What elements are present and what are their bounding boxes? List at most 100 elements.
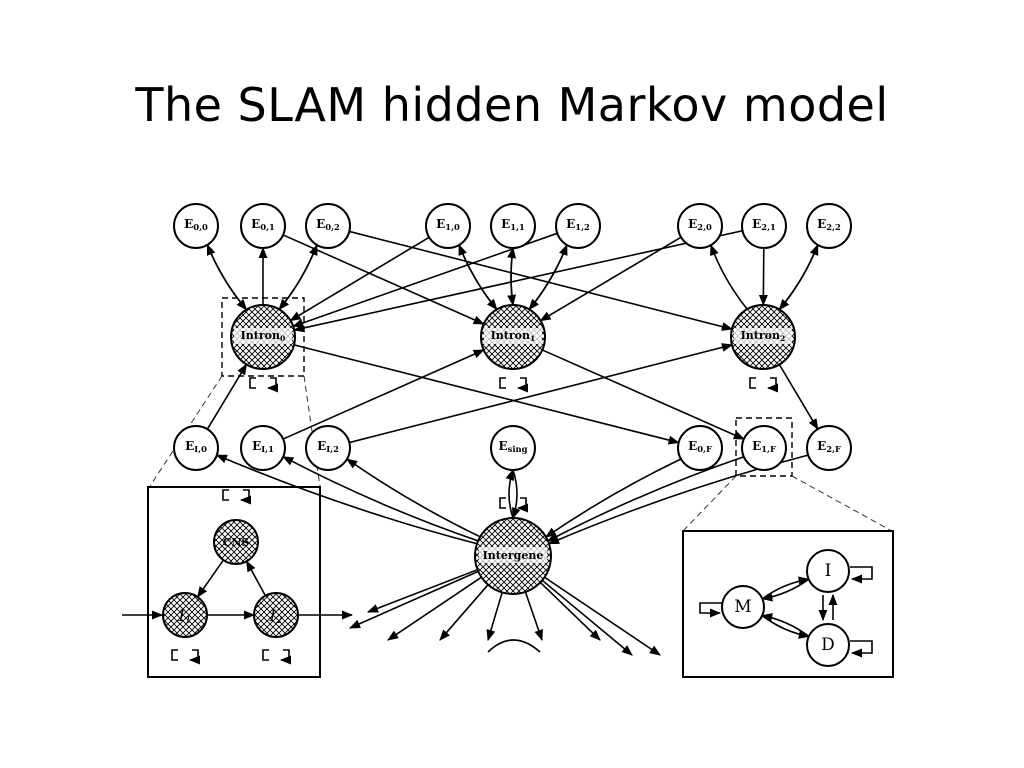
self-loop-intron2 <box>749 377 756 389</box>
edge-e11-i1 <box>507 247 517 307</box>
exon-label-e21: E2,1 <box>752 217 776 232</box>
exon-label-e12: E1,2 <box>566 217 590 232</box>
exon-circle <box>240 425 286 471</box>
edge-ei2-i2 <box>349 343 734 444</box>
edge-intergene-out-4 <box>524 591 543 642</box>
zoom-line-right-b <box>791 475 891 531</box>
exon-circle <box>305 425 351 471</box>
exon-circle <box>425 203 471 249</box>
self-loop-intron0-arrow <box>266 377 279 393</box>
exon-label-e0f: E0,F <box>688 439 712 454</box>
exon-node-ei1: EI,1 <box>240 425 286 471</box>
intron-node-i0: Intron0 <box>230 304 296 370</box>
edge-intergene-out-3 <box>486 592 503 642</box>
exon-label-e00: E0,0 <box>184 217 208 232</box>
exon-node-e00: E0,0 <box>173 203 219 249</box>
exon-node-esing: Esing <box>490 425 536 471</box>
exon-circle <box>741 425 787 471</box>
self-loop-intron0 <box>249 377 256 389</box>
slide-title: The SLAM hidden Markov model <box>135 78 889 132</box>
exon-label-e2f: E2,F <box>817 439 841 454</box>
edge-e21-i0 <box>293 229 743 333</box>
edge-ig-ei0 <box>215 454 478 545</box>
edge-i2-e2f <box>778 364 819 431</box>
edge-intergene-out-0 <box>366 568 478 613</box>
edge-intergene-out-7 <box>544 576 661 656</box>
edge-intergene-out-8 <box>348 570 479 629</box>
edge-intergene-out-5 <box>539 581 601 641</box>
self-loop-intergene-top <box>499 497 506 509</box>
exon-circle <box>305 203 351 249</box>
exon-label-e20: E2,0 <box>688 217 712 232</box>
self-loop-intron1 <box>499 377 506 389</box>
edge-i1-e1f <box>541 349 745 440</box>
intron-label-i2: Intron2 <box>741 329 786 343</box>
edge-ei0-i0 <box>206 363 248 430</box>
exon-node-e02: E0,2 <box>305 203 351 249</box>
edge-ig-ei1 <box>282 456 479 542</box>
edge-e22-i2 <box>778 244 819 311</box>
edge-ei1-i1 <box>282 349 485 440</box>
edge-esing-ig <box>511 469 521 520</box>
exon-label-e10: E1,0 <box>436 217 460 232</box>
exon-node-e2f: E2,F <box>806 425 852 471</box>
exon-node-e11: E1,1 <box>490 203 536 249</box>
self-loop-i1 <box>171 649 178 661</box>
edge-e1f-ig <box>546 455 745 542</box>
edge-cns-i1 <box>196 559 225 598</box>
inset-circle <box>213 519 259 565</box>
e1f-highlight-box <box>735 417 793 477</box>
exon-detail-inset: MID <box>682 530 894 678</box>
intron0-highlight-box <box>221 297 305 377</box>
exon-circle <box>490 425 536 471</box>
self-loop-i2 <box>262 649 269 661</box>
edge-i-m <box>761 578 810 602</box>
edge-intergene-out-2 <box>439 584 489 641</box>
exon-label-ei2: EI,2 <box>317 439 339 454</box>
exon-node-ei2: EI,2 <box>305 425 351 471</box>
inset-i2-node-label: I2 <box>269 606 283 626</box>
inset-i2-node: I2 <box>253 592 299 638</box>
intergene-bottom-loop <box>487 639 541 653</box>
edge-i2-e20 <box>710 244 748 310</box>
inset-i1-node: I1 <box>162 592 208 638</box>
inset-m-node-label: M <box>734 597 751 617</box>
edge-m-d <box>761 614 810 639</box>
exon-node-e22: E2,2 <box>806 203 852 249</box>
edge-d-m <box>761 613 810 638</box>
inset-circle <box>253 592 299 638</box>
edge-e10-i0 <box>289 236 430 322</box>
intergene-node: Intergene <box>474 517 552 595</box>
edge-ig-esing <box>505 468 515 519</box>
self-loop-intron1-arrow <box>516 377 529 393</box>
edge-intergene-out-1 <box>387 576 482 641</box>
edge-ig-ei2 <box>346 458 481 538</box>
exon-node-e21: E2,1 <box>741 203 787 249</box>
exon-circle <box>173 203 219 249</box>
inset-circle <box>806 623 850 667</box>
exon-label-e02: E0,2 <box>316 217 340 232</box>
intron-node-i1: Intron1 <box>480 304 546 370</box>
intron-label-i1: Intron1 <box>491 329 536 343</box>
edges <box>121 229 838 665</box>
zoom-line-right-a <box>683 475 737 531</box>
self-loop-m <box>699 602 722 618</box>
edge-e00-i0 <box>206 244 248 311</box>
inset-d-node: D <box>806 623 850 667</box>
exon-label-ei0: EI,0 <box>185 439 207 454</box>
edge-e10-i1 <box>458 244 498 311</box>
edge-e20-i1 <box>539 236 682 322</box>
exon-node-e20: E2,0 <box>677 203 723 249</box>
self-loop-intron2-arrow <box>766 377 779 393</box>
inset-circle <box>721 585 765 629</box>
edge-e12-i1 <box>528 244 568 311</box>
inset-m-node: M <box>721 585 765 629</box>
exon-circle <box>677 425 723 471</box>
edge-m-i <box>761 576 810 600</box>
exon-circle <box>741 203 787 249</box>
exon-node-ei0: EI,0 <box>173 425 219 471</box>
edge-i2-cns <box>245 560 267 597</box>
